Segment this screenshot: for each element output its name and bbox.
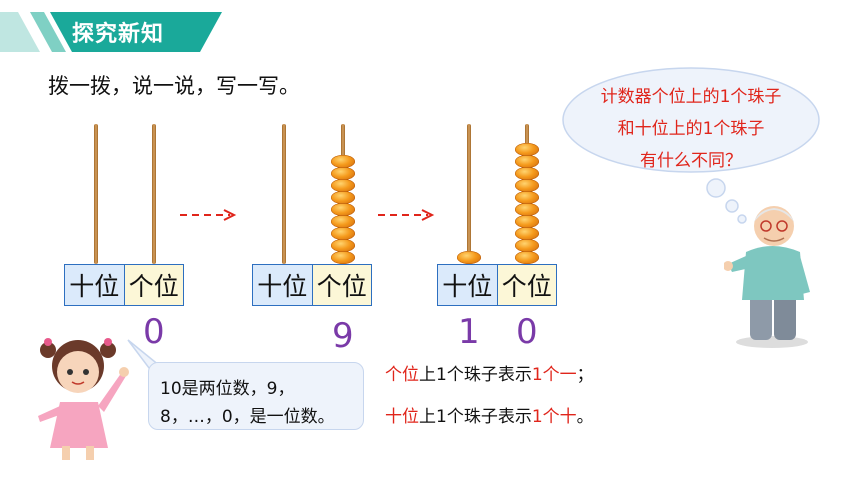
bead (331, 155, 355, 168)
tens-rule: 十位上1个珠子表示1个十。 (385, 402, 594, 427)
section-title: 探究新知 (72, 22, 165, 47)
tens-rod (282, 124, 286, 264)
ones-digit: 9 (332, 316, 354, 356)
bead (457, 251, 481, 264)
bead (331, 227, 355, 240)
ones-rule: 个位上1个珠子表示1个一； (385, 360, 594, 385)
girl-speech-bubble (148, 362, 364, 430)
speech-line-1: 10是两位数，9， (160, 379, 295, 399)
bead (515, 227, 539, 240)
bead (515, 143, 539, 156)
instruction-text: 拨一拨，说一说，写一写。 (48, 74, 300, 98)
tens-place-label: 十位 (253, 265, 313, 305)
tens-rod (94, 124, 98, 264)
dashed-arrow-icon (378, 209, 435, 221)
tens-place-label: 十位 (438, 265, 498, 305)
tens-rule-mid: 上1个珠子表示 (419, 407, 532, 427)
tens-digit: 1 (458, 312, 480, 352)
bead (331, 191, 355, 204)
thought-line-1: 计数器个位上的1个珠子 (600, 87, 782, 107)
bead (331, 167, 355, 180)
place-value-box: 十位 个位 (64, 264, 184, 306)
tens-place-label: 十位 (65, 265, 125, 305)
section-banner (0, 12, 222, 52)
ones-rule-value: 1个一 (531, 365, 577, 385)
bead (515, 215, 539, 228)
bead (331, 215, 355, 228)
tens-place-word: 十位 (385, 407, 419, 427)
thought-line-3: 有什么不同？ (640, 151, 742, 171)
bead (331, 239, 355, 252)
girl-illustration (38, 338, 129, 460)
bead (515, 155, 539, 168)
bead (515, 203, 539, 216)
thought-line-2: 和十位上的1个珠子 (617, 119, 765, 139)
tens-rule-value: 1个十 (531, 407, 577, 427)
place-value-box: 十位 个位 (437, 264, 557, 306)
bead (331, 179, 355, 192)
ones-place-word: 个位 (385, 365, 419, 385)
tens-rule-end: 。 (576, 407, 594, 427)
ones-place-label: 个位 (312, 265, 371, 305)
ones-digit: 0 (516, 312, 538, 352)
bead (331, 203, 355, 216)
ones-rod (152, 124, 156, 264)
speech-line-2: 8，…，0，是一位数。 (160, 407, 335, 427)
tens-rod (467, 124, 471, 264)
dashed-arrow-icon (180, 209, 237, 221)
ones-place-label: 个位 (497, 265, 556, 305)
grandpa-illustration (724, 206, 810, 348)
bead (515, 239, 539, 252)
ones-rule-end: ； (576, 365, 594, 385)
bead (515, 191, 539, 204)
bead (515, 179, 539, 192)
bead (331, 251, 355, 264)
thought-cloud (562, 67, 820, 224)
place-value-box: 十位 个位 (252, 264, 372, 306)
ones-rule-mid: 上1个珠子表示 (419, 365, 532, 385)
bead (515, 167, 539, 180)
bead (515, 251, 539, 264)
ones-digit: 0 (143, 312, 165, 352)
ones-place-label: 个位 (124, 265, 183, 305)
